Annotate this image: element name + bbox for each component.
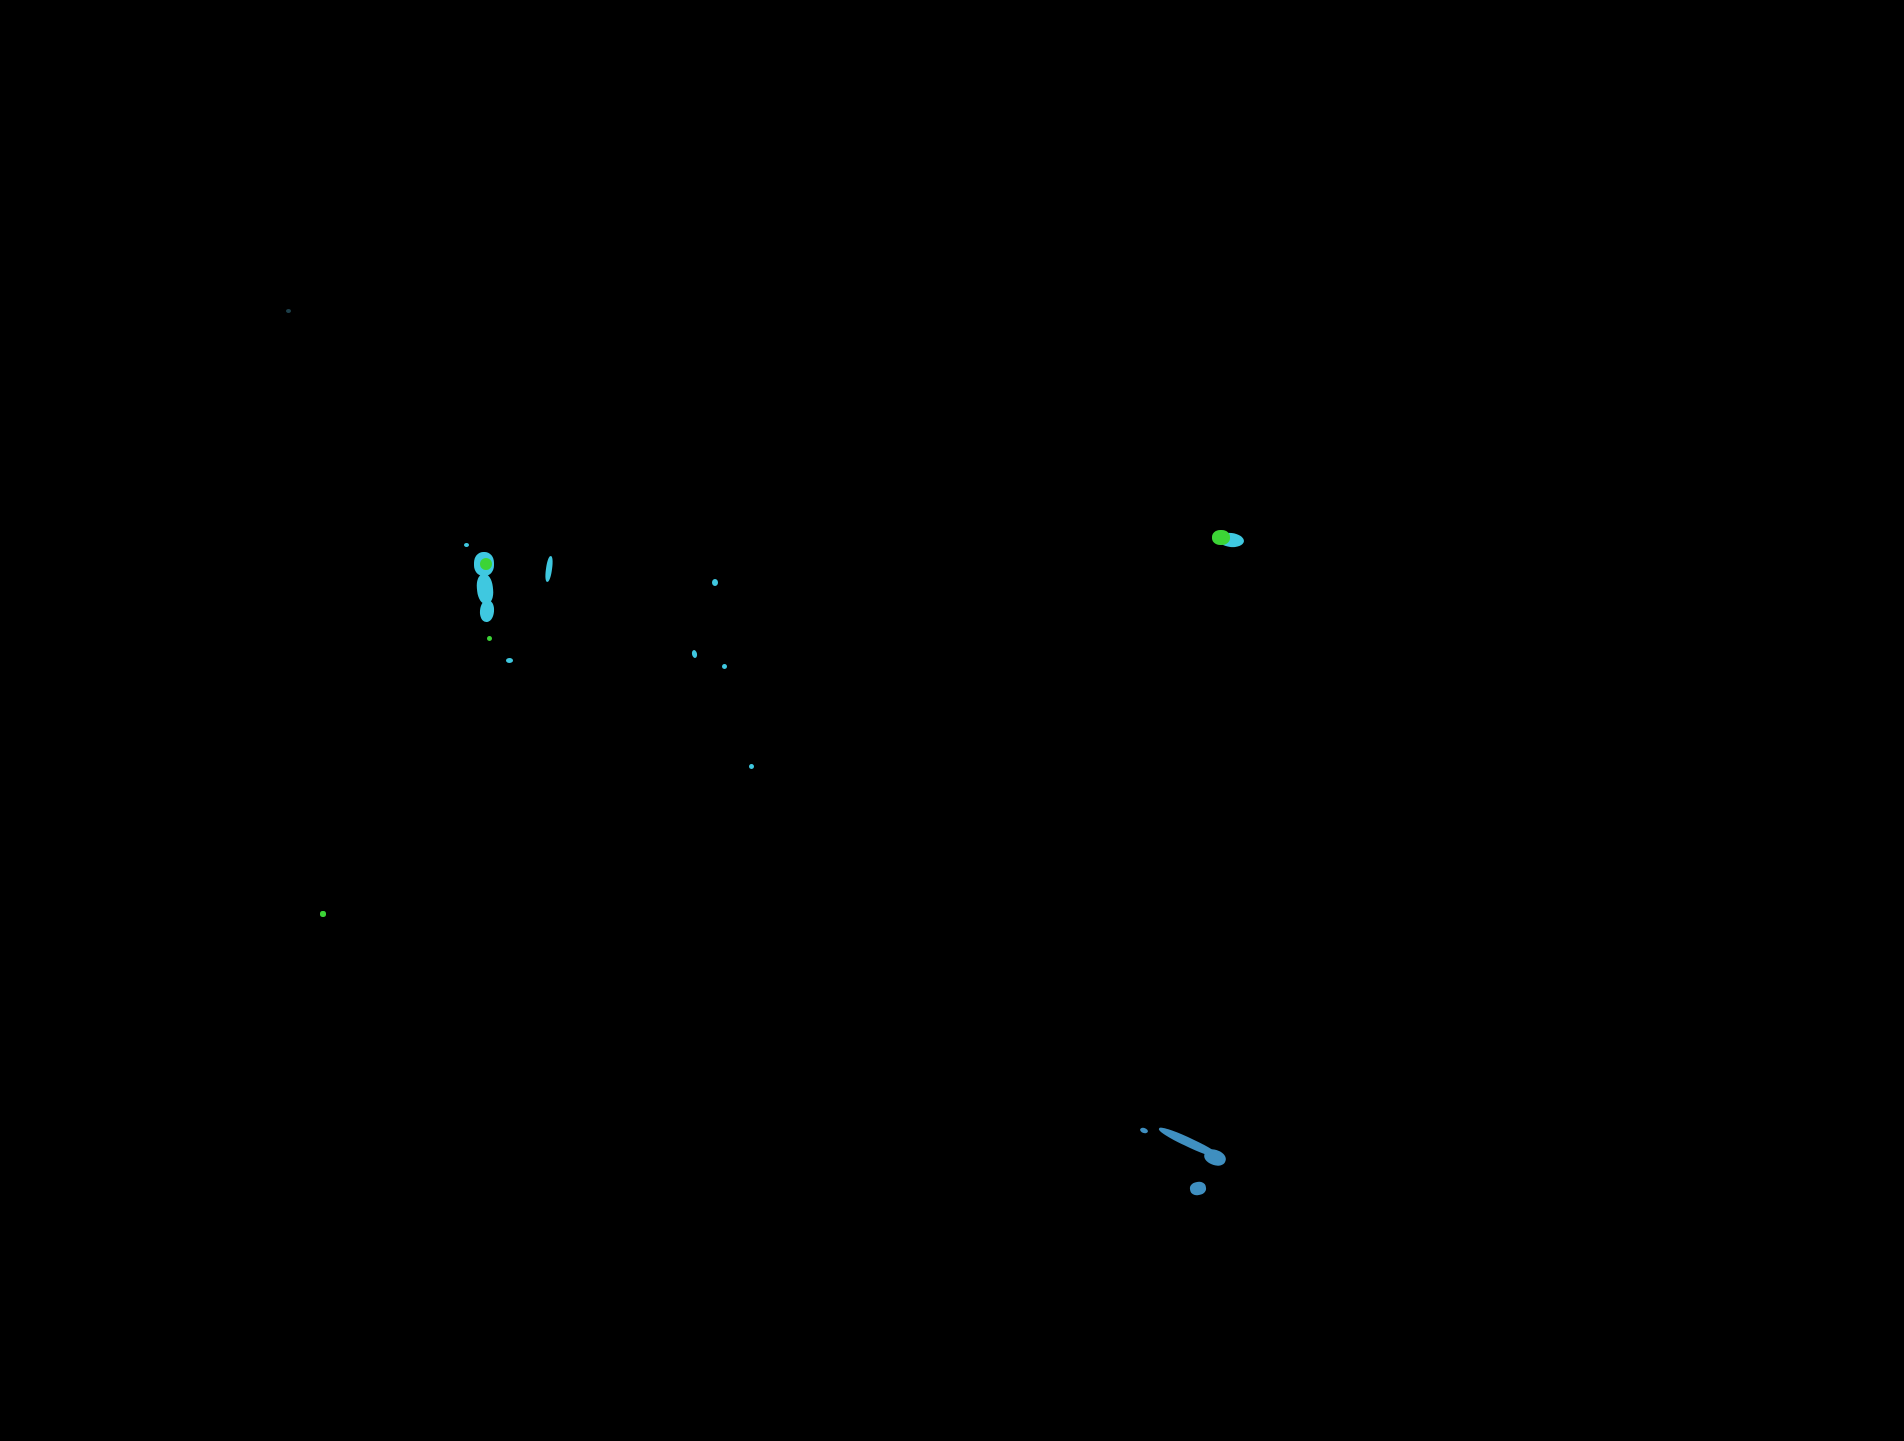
radar-echo-dot-lower-mid xyxy=(749,764,754,769)
radar-echo-streak-se-fragment xyxy=(1188,1180,1208,1197)
radar-echo-cluster-a-speck xyxy=(464,543,469,547)
radar-echo-streak-se-thick-end xyxy=(1202,1146,1228,1169)
radar-echo-cluster-a-core xyxy=(480,558,492,570)
radar-echo-cluster-a-tail xyxy=(479,599,495,623)
radar-echo-speck-mid-3 xyxy=(722,664,727,669)
radar-echo-speck-top-left xyxy=(286,309,291,313)
radar-echo-speck-mid-2 xyxy=(691,649,698,659)
radar-echo-cluster-a-green-dot xyxy=(487,636,492,641)
radar-echo-cluster-a-low-speck xyxy=(506,658,513,663)
radar-echo-dot-mid-1 xyxy=(712,579,718,586)
radar-echo-green-speck-left xyxy=(320,911,326,917)
radar-echo-streak-se-speck xyxy=(1139,1126,1149,1135)
radar-echo-blob-right-core xyxy=(1212,530,1230,545)
radar-echo-streak-vertical xyxy=(544,555,554,583)
